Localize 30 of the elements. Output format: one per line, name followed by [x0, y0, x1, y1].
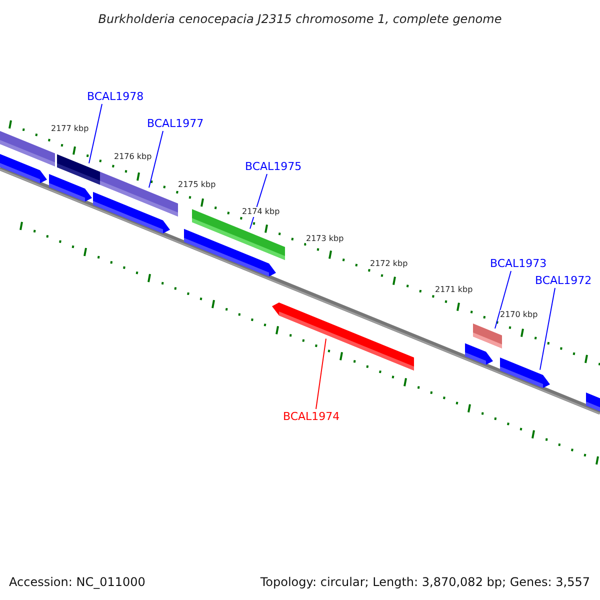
gene-feature: [500, 358, 550, 388]
scale-label: 2173 kbp: [306, 234, 344, 244]
scale-label: 2171 kbp: [435, 285, 473, 295]
footer-text: Topology: circular; Length: 3,870,082 bp; Genes: 3,557: [260, 575, 590, 589]
footer-text: Accession: NC_011000: [9, 575, 146, 589]
gene-label: BCAL1974: [283, 410, 340, 423]
gene-feature: [272, 302, 414, 370]
gene-bar: [57, 154, 100, 185]
gene-feature: [465, 343, 493, 365]
gene-feature: [586, 392, 600, 412]
gene-label: BCAL1978: [87, 90, 144, 103]
gene-label: BCAL1977: [147, 117, 204, 130]
scale-label: 2172 kbp: [370, 259, 408, 269]
leader-line: [494, 270, 512, 329]
gene-label: BCAL1975: [245, 160, 302, 173]
gene-bar: [100, 172, 178, 216]
gene-feature: [0, 154, 47, 184]
scale-label: 2175 kbp: [178, 180, 216, 190]
gene-bar: [473, 324, 502, 348]
leader-line: [316, 338, 326, 410]
title: Burkholderia cenocepacia J2315 chromosome 1, complete genome: [97, 11, 503, 28]
scale-label: 2170 kbp: [500, 310, 538, 320]
leader-line: [148, 130, 164, 188]
leader-line: [540, 288, 556, 370]
scale-label: 2176 kbp: [114, 152, 152, 162]
leader-line: [88, 104, 102, 164]
scale-label: 2177 kbp: [51, 124, 89, 134]
scale-label: 2174 kbp: [242, 207, 280, 217]
gene-label: BCAL1973: [490, 257, 547, 270]
gene-label: BCAL1972: [535, 274, 592, 287]
